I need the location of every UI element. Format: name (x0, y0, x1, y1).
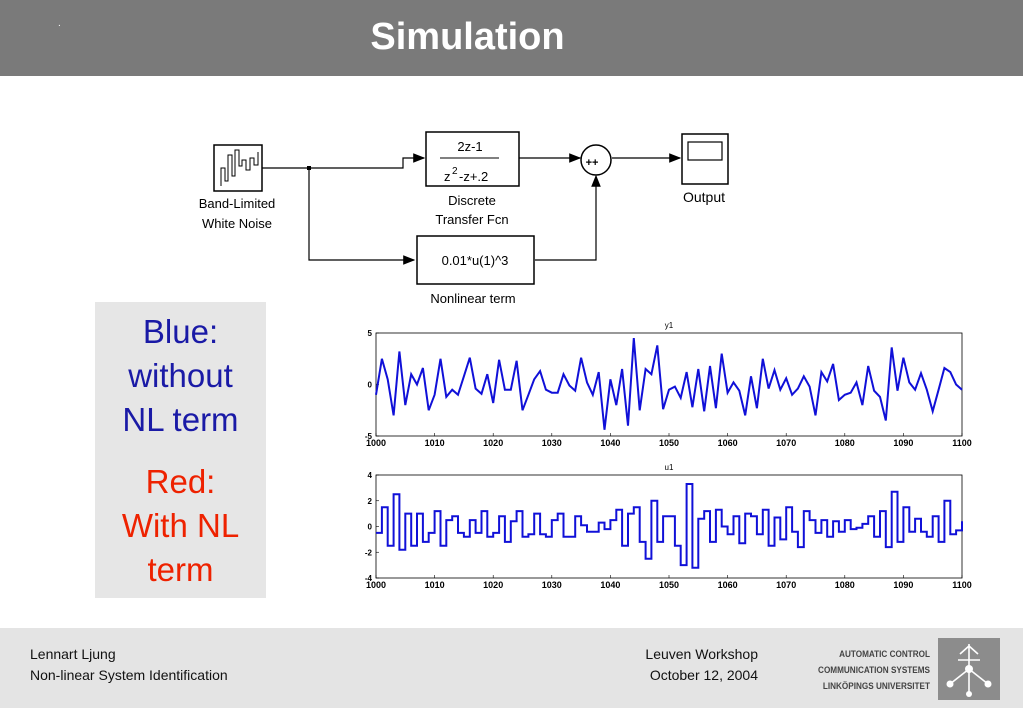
footer-date: October 12, 2004 (649, 667, 758, 683)
org-line: AUTOMATIC CONTROL (839, 649, 930, 660)
x-tick-label: 1030 (542, 580, 562, 590)
y-tick-label: 0 (368, 381, 373, 390)
x-tick-label: 1010 (425, 438, 445, 448)
org-line: COMMUNICATION SYSTEMS (818, 665, 930, 676)
plot-frame (375, 332, 963, 437)
x-tick-label: 1090 (893, 580, 913, 590)
legend-red-line: term (147, 551, 214, 588)
x-tick-label: 1020 (483, 438, 503, 448)
x-tick-label: 1080 (835, 438, 855, 448)
footer: Lennart Ljung Non-linear System Identifi… (0, 628, 1023, 708)
source-label-line2: White Noise (202, 216, 272, 231)
x-tick-label: 1010 (425, 580, 445, 590)
x-tick-label: 1060 (718, 580, 738, 590)
tf-denominator-rest: -z+.2 (459, 169, 488, 184)
band-limited-white-noise-block[interactable] (213, 144, 263, 192)
x-tick-label: 1070 (776, 438, 796, 448)
x-tick-label: 1100 (952, 438, 972, 448)
x-tick-label: 1030 (542, 438, 562, 448)
x-tick-label: 1080 (835, 580, 855, 590)
legend-blue-line: Blue: (142, 313, 219, 350)
signal-wires (262, 153, 682, 265)
footer-author: Lennart Ljung (30, 646, 116, 662)
footer-subject: Non-linear System Identification (30, 667, 228, 683)
discrete-transfer-fcn-block[interactable] (425, 131, 520, 187)
legend-red: Red: With NL term (95, 460, 266, 592)
title-bar: . Simulation (0, 0, 1023, 76)
y-tick-label: -4 (365, 574, 373, 583)
plot-title: y1 (665, 321, 674, 330)
block-diagram: Band-Limited White Noise 2z-1 z 2 -z+.2 … (199, 131, 729, 306)
org-name: AUTOMATIC CONTROL COMMUNICATION SYSTEMS … (810, 647, 930, 695)
header-mark: . (58, 18, 61, 29)
x-tick-label: 1100 (952, 580, 972, 590)
nonlinear-term-block[interactable] (416, 235, 535, 285)
university-logo (938, 638, 1000, 700)
output-scope-block[interactable] (681, 133, 729, 185)
sum-signs: ++ (586, 157, 599, 169)
x-tick-label: 1040 (600, 580, 620, 590)
plot-frame (375, 474, 963, 579)
x-tick-label: 1070 (776, 580, 796, 590)
y-tick-label: 2 (368, 497, 373, 506)
logo-mark-icon (946, 644, 992, 697)
scope-label: Output (683, 189, 725, 205)
legend-blue: Blue: without NL term (95, 310, 266, 442)
series-line (375, 338, 963, 430)
org-line: LINKÖPINGS UNIVERSITET (822, 681, 930, 692)
slide-title: Simulation (370, 16, 565, 58)
y-tick-label: 5 (368, 329, 373, 338)
series-line (376, 483, 963, 569)
x-tick-label: 1050 (659, 438, 679, 448)
footer-event: Leuven Workshop (645, 646, 758, 662)
legend-box: Blue: without NL term Red: With NL term (95, 302, 266, 598)
y-tick-label: 0 (368, 523, 373, 532)
time-series-plots: y1 1000 1010 1020 1030 1040 1050 1060 1070 1080 10… (365, 321, 972, 590)
plot-y1: y1 1000 1010 1020 1030 1040 1050 1060 1070 1080 10… (365, 321, 972, 448)
x-tick-label: 1020 (483, 580, 503, 590)
plot-title: u1 (665, 463, 674, 472)
source-label-line1: Band-Limited (199, 196, 276, 211)
y-tick-label: -5 (365, 432, 373, 441)
sum-block[interactable] (580, 144, 612, 176)
nl-expression: 0.01*u(1)^3 (442, 253, 509, 268)
tf-denominator-z: z (444, 169, 451, 184)
legend-red-line: Red: (145, 463, 216, 500)
legend-blue-line: NL term (122, 401, 239, 438)
branch-point (307, 166, 311, 170)
legend-red-line: With NL (121, 507, 240, 544)
tf-numerator: 2z-1 (457, 139, 482, 154)
tf-label-line2: Transfer Fcn (435, 212, 508, 227)
x-tick-label: 1090 (893, 438, 913, 448)
plot-u1: u1 1000 1010 1020 1030 1040 1050 1060 1070 1080 10… (365, 463, 972, 590)
x-tick-label: 1040 (600, 438, 620, 448)
tf-label-line1: Discrete (448, 193, 496, 208)
nl-label: Nonlinear term (430, 291, 515, 306)
x-tick-label: 1060 (718, 438, 738, 448)
x-tick-label: 1000 (366, 580, 386, 590)
legend-blue-line: without (128, 357, 233, 394)
x-tick-label: 1000 (366, 438, 386, 448)
y-tick-label: -2 (365, 548, 373, 557)
tf-denominator-exponent: 2 (452, 166, 458, 177)
x-tick-label: 1050 (659, 580, 679, 590)
y-tick-label: 4 (368, 471, 373, 480)
